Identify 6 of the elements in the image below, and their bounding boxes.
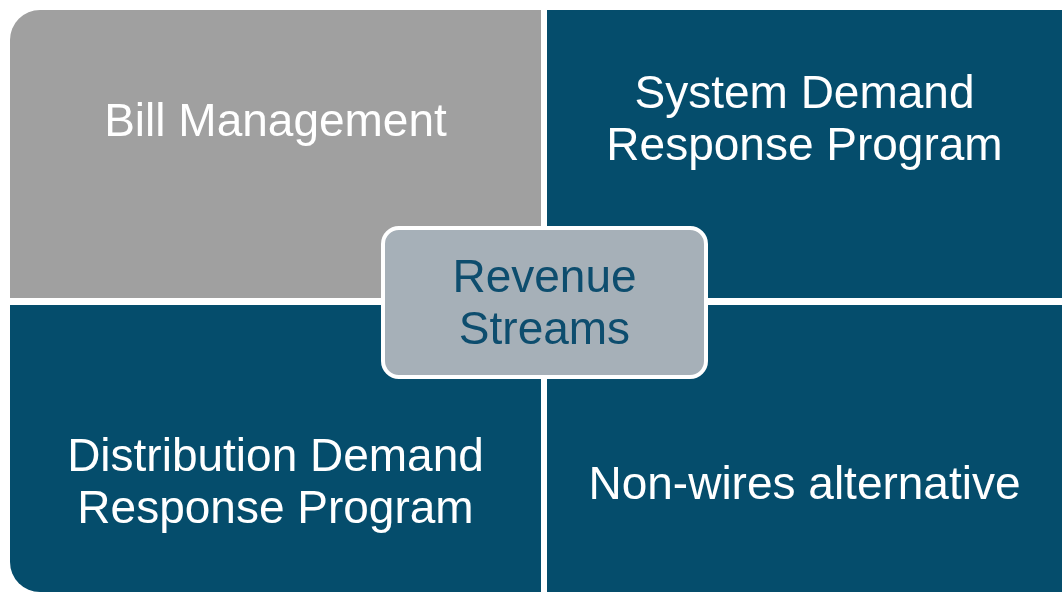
quadrant-label: Non-wires alternative	[588, 457, 1021, 509]
center-box	[381, 226, 708, 379]
center-label: Revenue Streams	[451, 250, 638, 354]
quadrant-label: System Demand Response Program	[605, 66, 1004, 170]
quadrant-label: Distribution Demand Response Program	[66, 429, 485, 533]
quadrant-label: Bill Management	[104, 94, 447, 146]
